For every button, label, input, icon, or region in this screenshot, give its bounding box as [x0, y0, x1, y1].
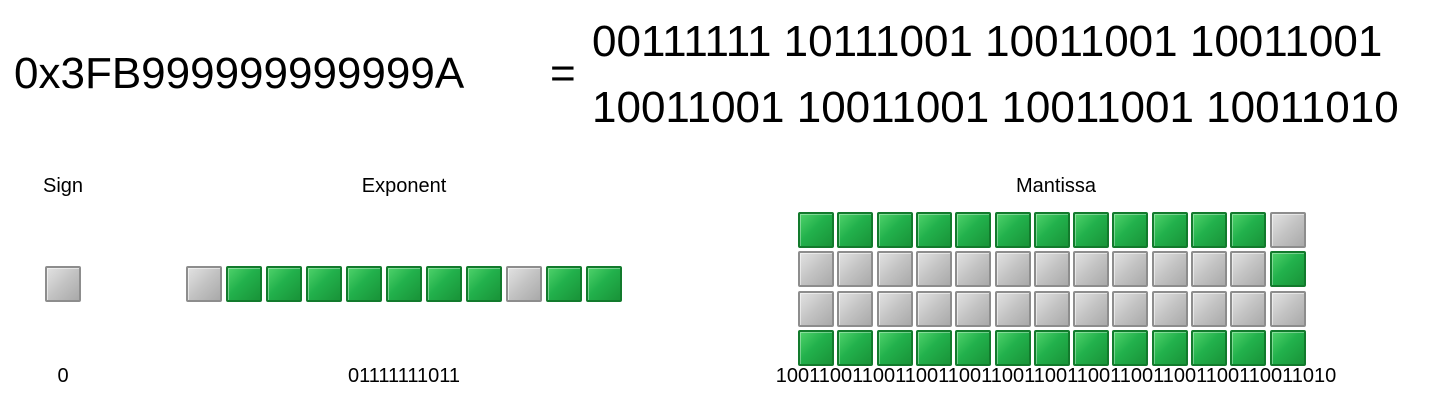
- mantissa-bit-square: [1230, 329, 1267, 366]
- binary-line-1: 00111111 10111001 10011001 10011001: [592, 17, 1383, 66]
- exponent-bit-square: [266, 266, 302, 302]
- mantissa-bit-square: [915, 212, 952, 248]
- exponent-bits-value: 01111111011: [348, 365, 460, 387]
- mantissa-bit-square: [955, 290, 992, 327]
- mantissa-bit-square: [915, 251, 952, 288]
- mantissa-bit-square: [1033, 290, 1070, 327]
- exponent-bit-square: [586, 266, 622, 302]
- exponent-bit-square: [466, 266, 502, 302]
- mantissa-bit-square: [1112, 290, 1149, 327]
- exponent-bit-square: [186, 266, 222, 302]
- mantissa-bit-square: [955, 251, 992, 288]
- mantissa-bit-square: [1269, 329, 1306, 366]
- exponent-bit-square: [386, 266, 422, 302]
- equals-sign: =: [550, 49, 576, 98]
- mantissa-bit-square: [994, 251, 1031, 288]
- mantissa-bit-square: [1033, 329, 1070, 366]
- mantissa-bit-square: [1073, 251, 1110, 288]
- mantissa-bit-square: [1191, 290, 1227, 327]
- mantissa-bit-square: [1151, 212, 1188, 248]
- mantissa-bit-square: [1269, 290, 1306, 327]
- mantissa-bit-square: [1151, 251, 1188, 288]
- mantissa-bit-square: [798, 290, 834, 327]
- mantissa-bit-square: [1073, 290, 1110, 327]
- mantissa-bit-square: [1151, 329, 1188, 366]
- mantissa-bit-square: [798, 251, 834, 288]
- mantissa-bit-square: [1191, 329, 1227, 366]
- mantissa-bit-square: [1269, 212, 1306, 248]
- mantissa-bit-square: [1191, 212, 1227, 248]
- mantissa-bit-square: [1269, 251, 1306, 288]
- mantissa-bit-square: [1191, 251, 1227, 288]
- mantissa-bit-square: [837, 329, 874, 366]
- mantissa-bit-square: [1033, 251, 1070, 288]
- mantissa-bit-square: [798, 212, 834, 248]
- mantissa-bit-square: [876, 251, 913, 288]
- exponent-bit-square: [506, 266, 542, 302]
- mantissa-bit-square: [915, 290, 952, 327]
- mantissa-bit-square: [1230, 251, 1267, 288]
- hex-value: 0x3FB999999999999A: [14, 49, 465, 98]
- mantissa-bit-square: [1230, 212, 1267, 248]
- exponent-bit-square: [426, 266, 462, 302]
- mantissa-bit-square: [1230, 290, 1267, 327]
- mantissa-bits-value: 1001100110011001100110011001100110011001…: [775, 365, 1337, 387]
- mantissa-bit-square: [915, 329, 952, 366]
- mantissa-title: Mantissa: [1015, 175, 1097, 197]
- exponent-bit-square: [306, 266, 342, 302]
- mantissa-bit-square: [876, 290, 913, 327]
- mantissa-bit-square: [1151, 290, 1188, 327]
- mantissa-bit-square: [1112, 251, 1149, 288]
- exponent-bit-square: [226, 266, 262, 302]
- mantissa-bit-square: [1073, 212, 1110, 248]
- mantissa-bit-square: [798, 329, 834, 366]
- mantissa-bit-square: [1033, 212, 1070, 248]
- mantissa-bit-square: [994, 290, 1031, 327]
- mantissa-bit-square: [994, 212, 1031, 248]
- sign-bits-value: 0: [57, 365, 69, 387]
- mantissa-bit-square: [876, 329, 913, 366]
- mantissa-bit-square: [837, 212, 874, 248]
- mantissa-bit-square: [837, 290, 874, 327]
- mantissa-bit-square: [876, 212, 913, 248]
- exponent-bit-square: [346, 266, 382, 302]
- sign-title: Sign: [42, 175, 84, 197]
- mantissa-bit-square: [1073, 329, 1110, 366]
- mantissa-bit-square: [1112, 212, 1149, 248]
- binary-line-2: 10011001 10011001 10011001 10011010: [592, 83, 1399, 132]
- mantissa-bit-square: [955, 212, 992, 248]
- exponent-title: Exponent: [361, 175, 447, 197]
- mantissa-bit-square: [955, 329, 992, 366]
- mantissa-bit-square: [1112, 329, 1149, 366]
- exponent-bit-square: [546, 266, 582, 302]
- mantissa-bit-square: [837, 251, 874, 288]
- sign-bit-square: [45, 266, 81, 302]
- mantissa-bit-square: [994, 329, 1031, 366]
